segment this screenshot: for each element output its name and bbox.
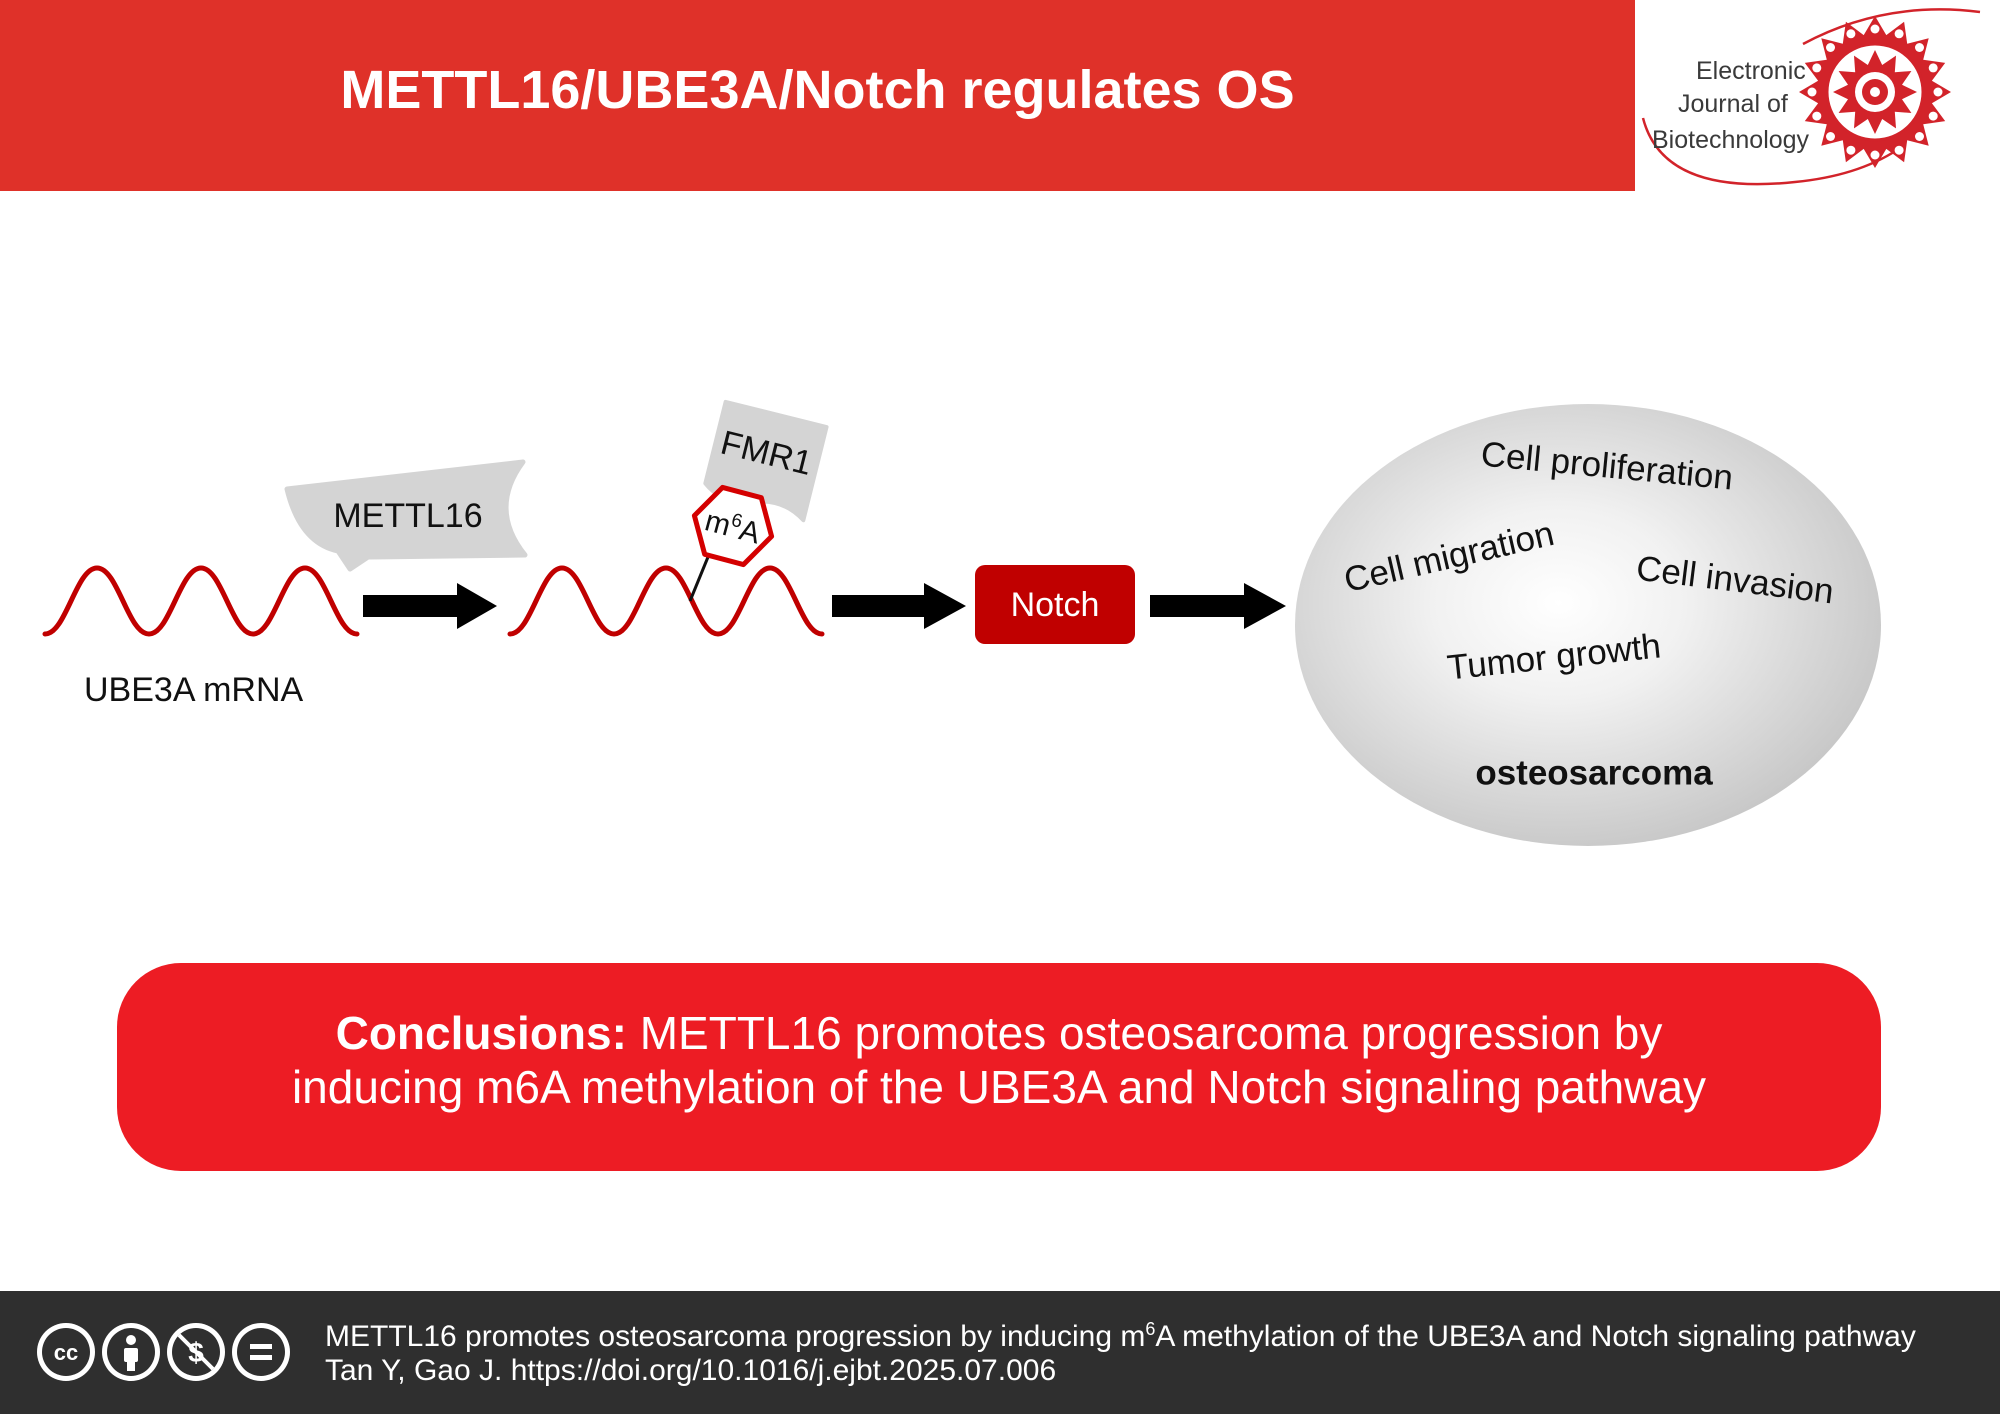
seal-core-center — [1870, 87, 1880, 97]
citation-title-end: A methylation of the UBE3A and Notch sig… — [1155, 1320, 1916, 1353]
m6a-label-superscript: 6 — [729, 510, 745, 533]
m6a-hexagon — [691, 484, 775, 568]
title-banner: METTL16/UBE3A/Notch regulates OS — [0, 0, 1635, 191]
mettl16-label: METTL16 — [333, 497, 482, 535]
license-icons: cc $ — [37, 1323, 290, 1381]
conclusion-lead: Conclusions: — [335, 1007, 627, 1059]
citation-reference: Tan Y, Gao J. https://doi.org/10.1016/j.… — [325, 1354, 1916, 1388]
citation-title: METTL16 promotes osteosarcoma progressio… — [325, 1320, 1916, 1354]
logo-swoosh-top — [1802, 8, 1981, 46]
conclusion-line-1: Conclusions: METTL16 promotes osteosarco… — [336, 1006, 1663, 1060]
logo-line-journal-of: Journal of — [1678, 90, 1788, 118]
disease-label: osteosarcoma — [1475, 754, 1713, 793]
conclusion-text-1: METTL16 promotes osteosarcoma progressio… — [639, 1007, 1663, 1059]
logo-line-biotechnology: Biotechnology — [1652, 126, 1810, 154]
nd-icon — [232, 1323, 290, 1381]
seal-dot — [1807, 87, 1817, 97]
conclusion-box: Conclusions: METTL16 promotes osteosarco… — [117, 963, 1881, 1171]
cc-icon: cc — [37, 1323, 95, 1381]
by-icon-legs — [127, 1360, 135, 1371]
methylated-mrna-wave — [507, 565, 825, 637]
m6a-attachment-line — [688, 556, 710, 602]
by-icon — [102, 1323, 160, 1381]
citation-superscript: 6 — [1145, 1319, 1156, 1339]
nd-icon-fill — [237, 1328, 285, 1376]
seal-dot — [1812, 63, 1822, 73]
seal-dot — [1846, 29, 1856, 39]
nd-icon-bar-bottom — [250, 1355, 272, 1360]
journal-logo: Electronic Journal of Biotechnology — [1635, 0, 2000, 191]
osteosarcoma-cell — [1295, 404, 1881, 846]
seal-dot — [1915, 43, 1924, 52]
seal-dot — [1846, 145, 1856, 155]
page-title: METTL16/UBE3A/Notch regulates OS — [340, 59, 1295, 120]
arrow-right-icon — [363, 583, 497, 629]
nd-icon-bar-top — [250, 1344, 272, 1349]
by-icon-body — [124, 1348, 138, 1362]
citation-title-start: METTL16 promotes osteosarcoma progressio… — [325, 1320, 1146, 1353]
notch-box — [975, 565, 1135, 644]
citation-authors: Tan Y, Gao J. — [325, 1354, 503, 1387]
arrow-right-icon — [832, 583, 966, 629]
arrow-right-icon — [1150, 583, 1286, 629]
ube3a-mrna-label: UBE3A mRNA — [84, 671, 303, 709]
seal-dot — [1894, 145, 1904, 155]
seal-dot — [1826, 43, 1835, 52]
citation-footer: cc $ METTL16 promotes osteosarcoma progr… — [0, 1291, 2000, 1414]
logo-line-electronic: Electronic — [1696, 57, 1806, 85]
citation-doi: https://doi.org/10.1016/j.ejbt.2025.07.0… — [510, 1354, 1057, 1387]
seal-dot — [1894, 29, 1904, 39]
ornament-seal-icon — [1799, 16, 1951, 168]
seal-dot — [1826, 132, 1835, 141]
by-icon-head — [126, 1335, 136, 1345]
seal-dot — [1928, 63, 1938, 73]
seal-dot — [1915, 132, 1924, 141]
logo-swoosh-bottom — [1641, 117, 1898, 186]
cc-icon-fill — [42, 1328, 90, 1376]
seal-dot — [1928, 111, 1938, 121]
seal-dot — [1870, 24, 1880, 34]
conclusion-line-2: inducing m6A methylation of the UBE3A an… — [291, 1061, 1707, 1113]
seal-dot — [1812, 111, 1822, 121]
cc-icon-mark: cc — [54, 1340, 78, 1365]
ube3a-mrna-wave — [42, 565, 360, 637]
seal-dot-ring — [1807, 24, 1943, 160]
mettl16-label-shape — [284, 459, 528, 572]
pathway-diagram: UBE3A mRNA METTL16 FMR1 m6A Notch Cell p… — [42, 399, 1881, 846]
citation-text: METTL16 promotes osteosarcoma progressio… — [325, 1320, 1916, 1388]
notch-label: Notch — [1011, 586, 1100, 624]
nc-icon-slash — [177, 1333, 215, 1371]
seal-dot — [1870, 150, 1880, 160]
seal-dot — [1933, 87, 1943, 97]
nc-icon: $ — [167, 1323, 225, 1381]
